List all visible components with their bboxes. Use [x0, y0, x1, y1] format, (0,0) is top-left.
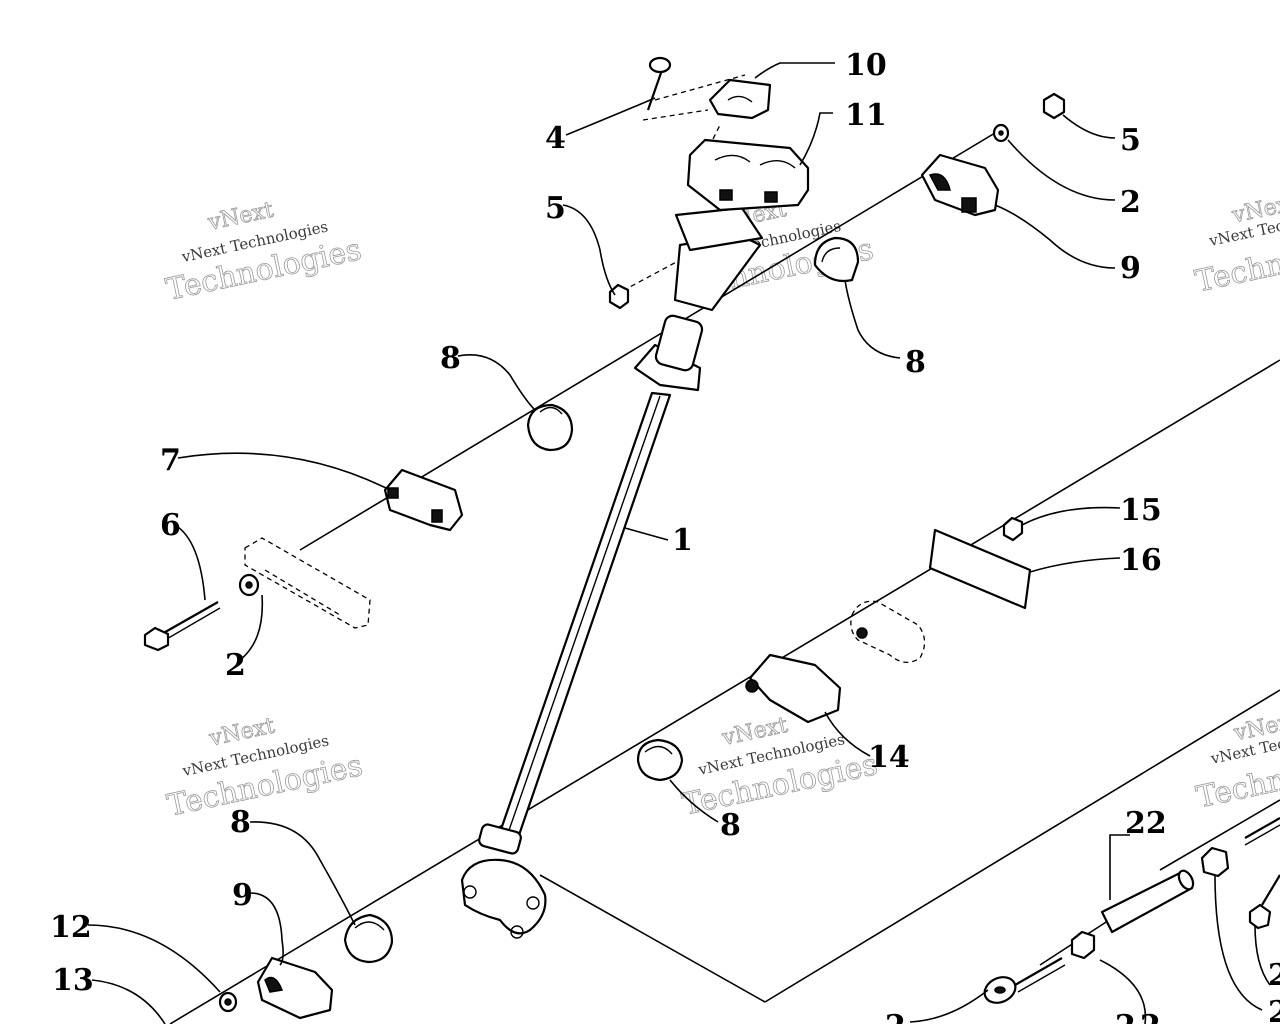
callout-12: 12	[50, 910, 92, 945]
watermark-5: vNext vNext Technologies Technologies	[679, 712, 881, 823]
callout-partial-2: 2	[885, 1009, 906, 1024]
callout-9: 9	[1120, 251, 1141, 286]
bolt-right	[1248, 874, 1280, 930]
callout-13: 13	[52, 963, 94, 998]
callout-5: 5	[1120, 123, 1141, 158]
plate	[928, 528, 1032, 610]
callout-15: 15	[1120, 493, 1162, 528]
callout-labels: 1 2 2 4 5 5 6 7 8 8 8 8 9 9 10 11 12 13 …	[50, 48, 1280, 1024]
cap-screw	[646, 56, 672, 111]
callout-9: 9	[232, 878, 253, 913]
hex-nut	[608, 283, 630, 310]
callout-2: 2	[225, 648, 246, 683]
upper-clamp-block	[686, 138, 810, 212]
callout-14: 14	[868, 740, 910, 775]
callout-6: 6	[160, 508, 181, 543]
callout-1: 1	[672, 523, 693, 558]
jam-nut	[1070, 930, 1096, 960]
hex-nut	[1042, 92, 1066, 120]
bearing-block-lower-right	[745, 653, 842, 724]
callout-22: 22	[1125, 806, 1167, 841]
steering-post	[460, 206, 764, 939]
callout-partial-2: 2	[1268, 958, 1280, 993]
callout-4: 4	[545, 121, 566, 156]
callout-2: 2	[1120, 185, 1141, 220]
bearing-block-upper-right	[920, 153, 1000, 217]
bearing-block-lower-left	[256, 956, 334, 1020]
callout-8: 8	[440, 341, 461, 376]
bearing-half-lower-left	[343, 913, 394, 964]
callout-16: 16	[1120, 543, 1162, 578]
flat-washer	[992, 123, 1010, 143]
watermark-line3: Technolo	[1192, 237, 1280, 300]
threaded-rod	[1244, 817, 1280, 846]
callout-partial-2: 2	[1115, 1009, 1136, 1024]
pitman-plate-ghost	[850, 600, 926, 663]
bearing-half-upper-right	[813, 236, 860, 283]
flat-washer	[238, 573, 260, 597]
watermark-6: vNext vNext Tec Technolo	[1193, 708, 1280, 816]
callout-11: 11	[845, 98, 887, 133]
ghost-bracket	[244, 537, 371, 629]
tie-rod-end	[983, 957, 1066, 1004]
callout-8: 8	[905, 345, 926, 380]
watermark-3: vNext vNext Tec Technolo	[1192, 190, 1280, 300]
flat-washer	[218, 991, 238, 1013]
leader-lines	[87, 62, 1271, 1024]
bearing-block-left	[383, 468, 464, 532]
watermark-1: vNext vNext Technologies Technologies	[163, 197, 365, 308]
callout-8: 8	[720, 808, 741, 843]
callout-partial-2: 2	[1268, 995, 1280, 1024]
callout-10: 10	[845, 48, 887, 83]
bearing-half-upper-left	[526, 403, 574, 452]
watermark-4: vNext vNext Technologies Technologies	[164, 713, 366, 824]
jam-nut	[1200, 846, 1230, 878]
bearing-half-lower-right	[636, 738, 684, 782]
hex-bolt-left	[143, 601, 221, 652]
callout-5: 5	[545, 191, 566, 226]
tie-rod-sleeve	[1100, 869, 1195, 934]
upper-clamp-cap	[708, 78, 772, 120]
callout-7: 7	[160, 443, 181, 478]
callout-8: 8	[230, 805, 251, 840]
callout-partial-2: 2	[1140, 1009, 1161, 1024]
hex-nut	[1002, 516, 1024, 542]
